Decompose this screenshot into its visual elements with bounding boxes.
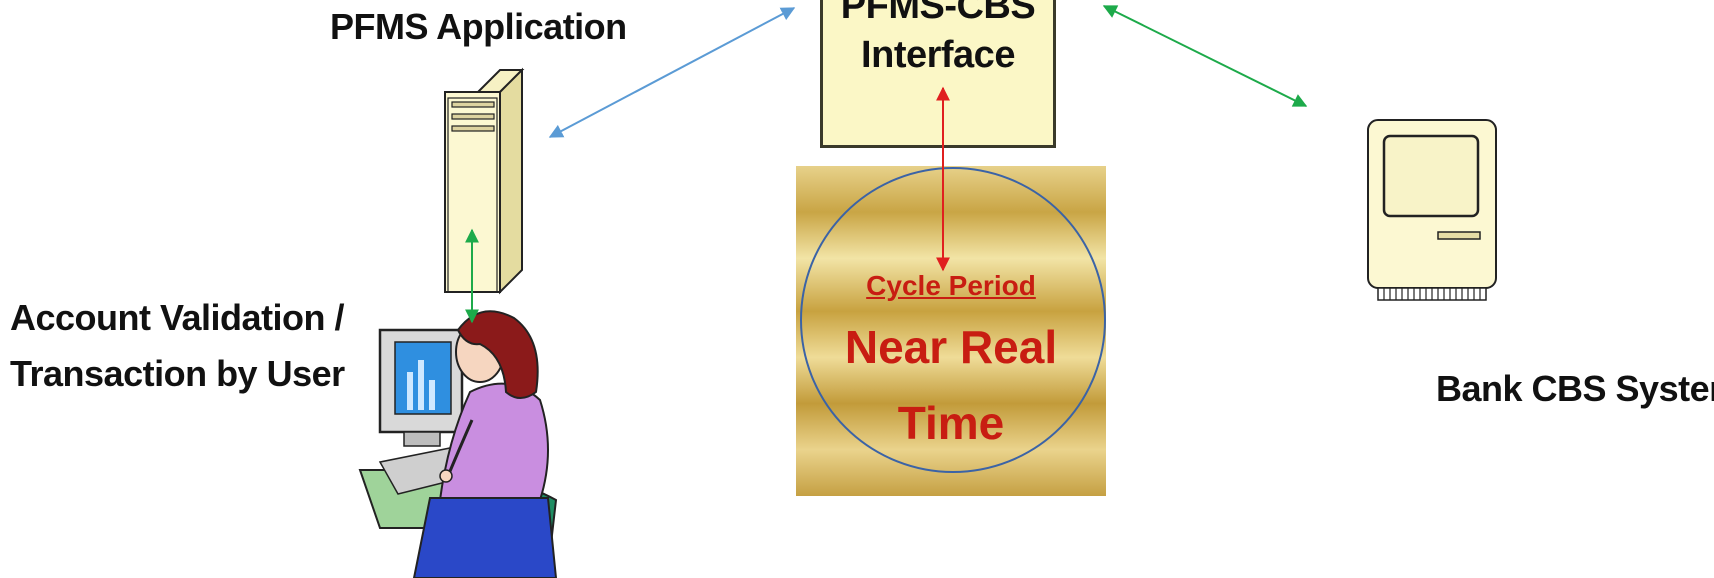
- cycle-period-value-line-1: Near Real: [844, 321, 1058, 373]
- cycle-period-circle: [800, 167, 1106, 473]
- vintage-computer-icon: [1367, 119, 1497, 301]
- account-validation-label-line-1: Account Validation /: [10, 297, 345, 338]
- arrow-interface-to-bank: [1102, 5, 1308, 107]
- interface-box-line-2: Interface: [861, 34, 1015, 76]
- pfms-cbs-interface-box: PFMS-CBS Interface: [820, 0, 1056, 148]
- arrow-pfms-to-interface: [548, 7, 796, 138]
- account-validation-label: Account Validation / Transaction by User: [10, 290, 345, 402]
- account-validation-label-line-2: Transaction by User: [10, 353, 345, 394]
- interface-box-line-1: PFMS-CBS: [840, 0, 1036, 27]
- cycle-period-title: Cycle Period: [866, 270, 1036, 301]
- bank-cbs-system-label: Bank CBS System: [1436, 368, 1714, 409]
- cycle-period-value-line-2: Time: [897, 397, 1005, 449]
- user-at-computer-icon: [358, 310, 558, 578]
- server-tower-icon: [444, 67, 525, 295]
